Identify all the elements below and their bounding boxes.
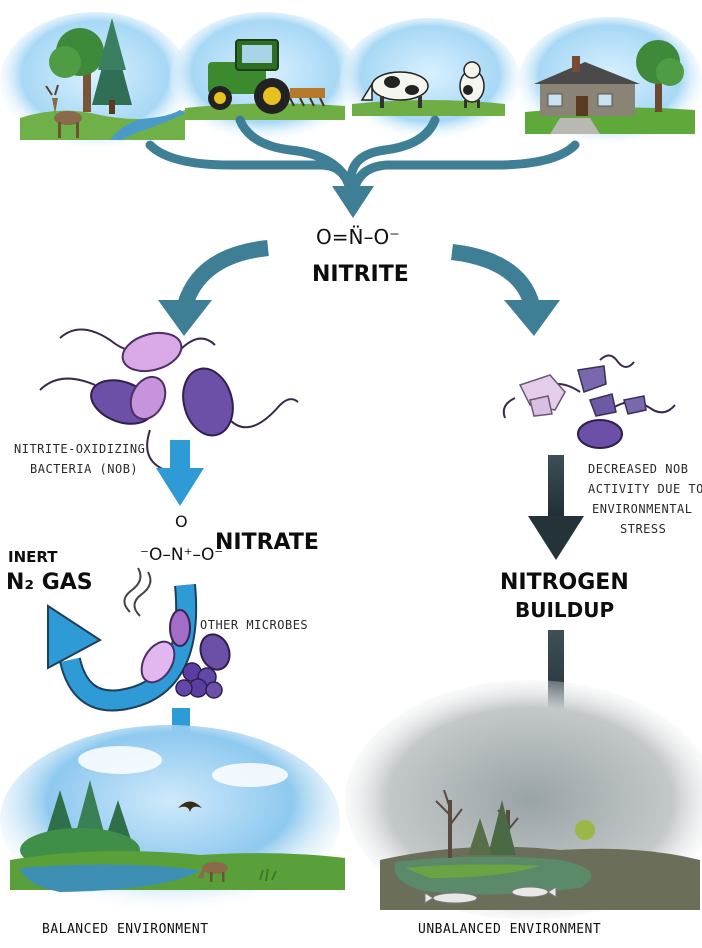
suburban-house-scene	[518, 17, 702, 147]
nitrogen-buildup-line2: BUILDUP	[515, 598, 615, 622]
other-microbes-label: OTHER MICROBES	[200, 618, 309, 632]
stress-label-line1: DECREASED NOB	[588, 462, 689, 476]
stressed-bacteria-cluster	[502, 354, 676, 449]
arrow-to-stress	[450, 244, 560, 336]
nob-label-line2: BACTERIA (NOB)	[30, 462, 139, 476]
nitrite-label: NITRITE	[312, 262, 409, 287]
inert-label: INERT	[8, 548, 58, 566]
stress-label-line2: ACTIVITY DUE TO	[588, 482, 702, 496]
merge-arrow	[145, 115, 580, 218]
unbalanced-environment-scene	[345, 680, 702, 920]
nitrate-label: NITRATE	[215, 530, 319, 555]
nob-label-line1: NITRITE-OXIDIZING	[14, 442, 146, 456]
forest-stream-deer-scene	[0, 12, 190, 152]
arrow-to-nitrate	[156, 440, 204, 506]
unbalanced-environment-label: UNBALANCED ENVIRONMENT	[418, 922, 602, 937]
nob-bacteria-cluster	[39, 328, 299, 471]
balanced-environment-label: BALANCED ENVIRONMENT	[42, 922, 209, 937]
arrow-to-nob	[158, 240, 269, 336]
nitrate-formula-top: O	[175, 512, 188, 531]
balanced-environment-scene	[0, 725, 345, 915]
tractor-farm-scene	[170, 12, 360, 144]
stress-label-line4: STRESS	[620, 522, 667, 536]
other-microbes-cluster	[123, 567, 231, 699]
stress-label-line3: ENVIRONMENTAL	[592, 502, 693, 516]
nitrite-formula: O=N̈–O⁻	[316, 225, 400, 249]
cows-pasture-scene	[340, 18, 520, 142]
arrow-to-buildup	[528, 455, 584, 560]
n2-gas-label: N₂ GAS	[6, 570, 93, 595]
nitrate-formula-mid: ⁻O–N⁺–O⁻	[140, 545, 224, 565]
nitrogen-buildup-line1: NITROGEN	[500, 570, 629, 595]
